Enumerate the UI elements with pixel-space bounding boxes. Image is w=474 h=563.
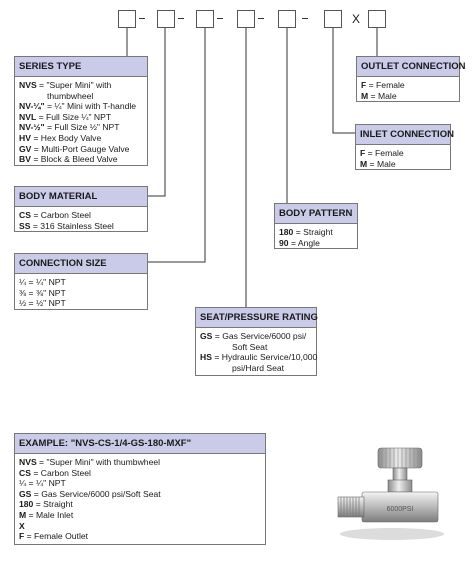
item-key: NVS [19,457,37,467]
code-box-pattern [278,10,296,28]
inlet-connection-panel: INLET CONNECTION F = Female M = Male [355,124,454,170]
item-text: = Female [365,148,404,158]
item-text: ½ = ½" NPT [19,298,66,309]
item-text: Soft Seat [232,341,268,352]
code-box-series [118,10,136,28]
item-key: HS [200,352,212,363]
item-text: psi/Hard Seat [232,362,285,373]
item-key: GS [200,331,213,341]
code-box-inlet [324,10,342,28]
item-text: = Full Size ½" NPT [44,122,120,133]
outlet-connection-title: OUTLET CONNECTION [357,57,466,77]
item-text: = Male Inlet [26,509,74,520]
body-pattern-panel: BODY PATTERN 180 = Straight 90 = Angle [274,203,358,249]
item-key: SS [19,220,31,231]
item-key: X [19,520,25,531]
connection-size-title: CONNECTION SIZE [15,254,147,274]
item-key: 180 [19,499,34,510]
item-text: = Gas Service/6000 psi/ [212,331,307,341]
item-text: = Gas Service/6000 psi/Soft Seat [31,488,161,499]
item-text: ¼ = ¼" NPT [19,478,66,489]
item-key: 90 [279,237,289,248]
dash [258,18,264,19]
connection-size-panel: CONNECTION SIZE ¼ = ¼" NPT ⅜ = ⅜" NPT ½ … [14,253,148,310]
code-box-seat [237,10,255,28]
item-text: = Hex Body Valve [30,132,102,143]
item-key: NV-¼" [19,101,45,112]
example-panel: EXAMPLE: "NVS-CS-1/4-GS-180-MXF" NVS = "… [14,433,266,545]
item-text: = "Super Mini" with [36,80,112,90]
item-text: = Multi-Port Gauge Valve [31,143,130,154]
item-text: ⅜ = ⅜" NPT [19,287,66,298]
item-key: GS [19,488,32,499]
item-key: HV [19,132,31,143]
item-key: M [361,90,369,101]
item-key: CS [19,210,31,220]
body-pattern-title: BODY PATTERN [275,204,357,224]
dash [302,18,308,19]
item-text: = Male [367,158,396,169]
body-material-title: BODY MATERIAL [15,187,147,207]
code-box-size [196,10,214,28]
item-key: CS [19,467,31,478]
item-text: = "Super Mini" with thumbwheel [36,457,161,467]
item-text: = Straight [293,227,333,237]
item-key: 180 [279,227,294,237]
outlet-connection-panel: OUTLET CONNECTION F = Female M = Male [356,56,466,102]
seat-pressure-panel: SEAT/PRESSURE RATING GS = Gas Service/60… [195,307,318,376]
item-text: = Full Size ¼" NPT [36,111,112,122]
item-text: = 316 Stainless Steel [30,220,114,231]
inlet-connection-title: INLET CONNECTION [356,125,454,145]
code-box-outlet [368,10,386,28]
code-box-material [157,10,175,28]
needle-valve-image: 6000PSI [337,447,444,540]
series-type-panel: SERIES TYPE NVS = "Super Mini" with thum… [14,56,148,166]
series-type-title: SERIES TYPE [15,57,147,77]
item-key: GV [19,143,32,154]
item-text: thumbwheel [47,90,94,101]
item-text: = Carbon Steel [30,210,91,220]
item-key: F [19,531,25,542]
separator-x: X [352,12,361,26]
valve-marking: 6000PSI [387,506,414,513]
item-key: F [360,148,366,158]
dash [139,18,145,19]
item-text: = Angle [288,237,320,248]
item-text: = ¼" Mini with T-handle [44,101,137,112]
item-text: = Block & Bleed Valve [30,154,118,165]
item-text: = Hydraulic Service/10,000 [211,352,318,363]
item-key: NV-½" [19,122,45,133]
item-text: = Male [368,90,397,101]
item-key: F [361,80,367,90]
item-text: = Female Outlet [24,531,89,542]
dash [178,18,184,19]
item-key: NVL [19,111,37,122]
body-material-panel: BODY MATERIAL CS = Carbon Steel SS = 316… [14,186,148,232]
item-text: = Straight [33,499,73,510]
dash [217,18,223,19]
item-key: M [19,509,27,520]
seat-pressure-title: SEAT/PRESSURE RATING [196,308,318,328]
example-title: EXAMPLE: "NVS-CS-1/4-GS-180-MXF" [15,434,265,454]
item-key: BV [19,154,31,165]
item-text: = Female [366,80,405,90]
item-key: M [360,158,368,169]
item-text: = Carbon Steel [30,467,91,478]
item-text: ¼ = ¼" NPT [19,277,66,287]
item-key: NVS [19,80,37,90]
